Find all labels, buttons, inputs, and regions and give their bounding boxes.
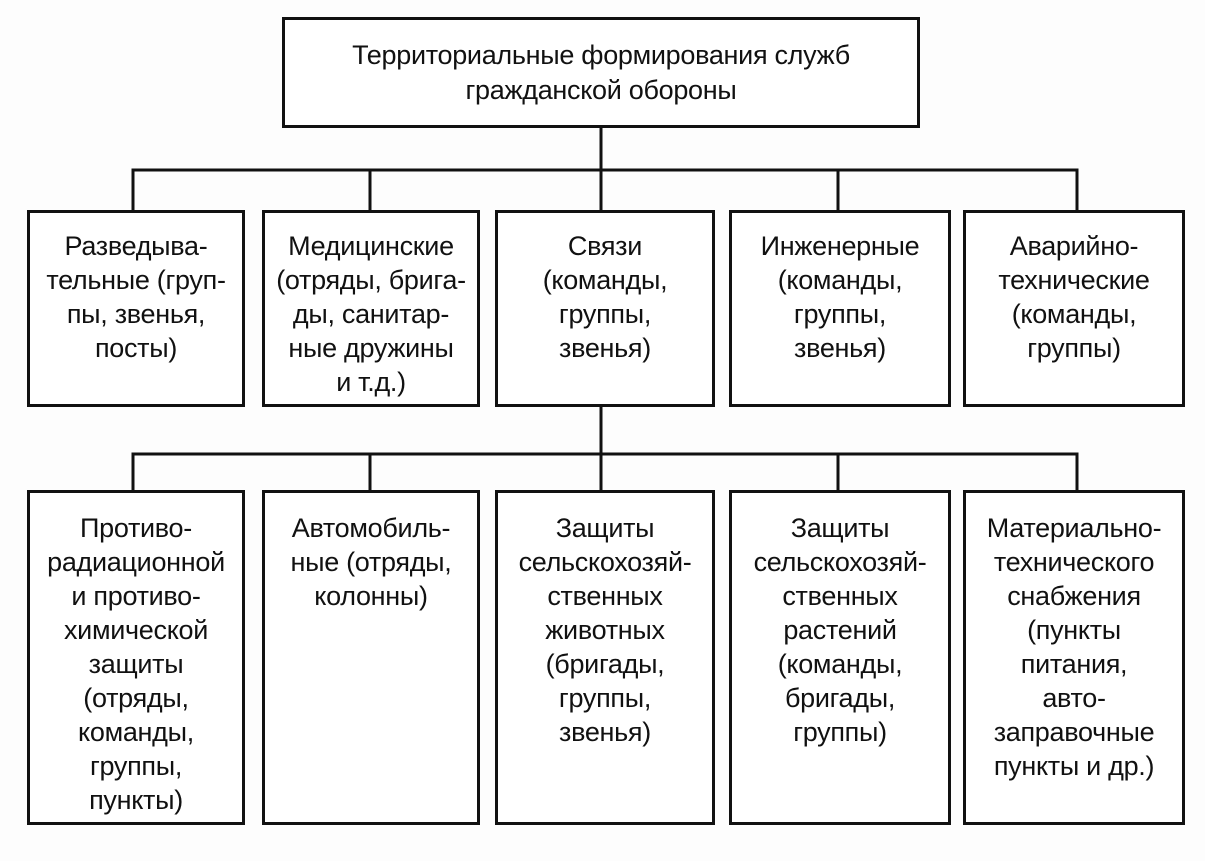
node-engineering: Инженерные (команды, группы, звенья) bbox=[729, 210, 951, 407]
node-plant-protection-label: Защиты сельскохозяй- ственных растений (… bbox=[753, 513, 927, 747]
node-radiation-chemical-protection-label: Противо- радиационной и противо- химичес… bbox=[47, 513, 225, 815]
node-material-technical-supply: Материально- технического снабжения (пун… bbox=[963, 490, 1185, 825]
root-node-label: Территориальные формирования служб гражд… bbox=[352, 39, 850, 105]
node-reconnaissance: Разведыва- тельные (груп- пы, звенья, по… bbox=[27, 210, 245, 407]
node-material-technical-supply-label: Материально- технического снабжения (пун… bbox=[986, 513, 1162, 781]
node-radiation-chemical-protection: Противо- радиационной и противо- химичес… bbox=[27, 490, 245, 825]
node-medical-label: Медицинские (отряды, брига- ды, санитар-… bbox=[276, 231, 466, 397]
node-animal-protection-label: Защиты сельскохозяй- ственных животных (… bbox=[518, 513, 692, 747]
node-communications-label: Связи (команды, группы, звенья) bbox=[542, 231, 668, 363]
node-emergency-technical-label: Аварийно- технические (команды, группы) bbox=[998, 231, 1150, 363]
node-animal-protection: Защиты сельскохозяй- ственных животных (… bbox=[495, 490, 715, 825]
node-communications: Связи (команды, группы, звенья) bbox=[495, 210, 715, 407]
node-medical: Медицинские (отряды, брига- ды, санитар-… bbox=[262, 210, 480, 407]
root-node: Территориальные формирования служб гражд… bbox=[282, 17, 920, 128]
node-automobile: Автомобиль- ные (отряды, колонны) bbox=[262, 490, 480, 825]
node-automobile-label: Автомобиль- ные (отряды, колонны) bbox=[290, 513, 452, 611]
node-emergency-technical: Аварийно- технические (команды, группы) bbox=[963, 210, 1185, 407]
node-engineering-label: Инженерные (команды, группы, звенья) bbox=[760, 231, 920, 363]
node-plant-protection: Защиты сельскохозяй- ственных растений (… bbox=[729, 490, 951, 825]
node-reconnaissance-label: Разведыва- тельные (груп- пы, звенья, по… bbox=[46, 231, 226, 363]
